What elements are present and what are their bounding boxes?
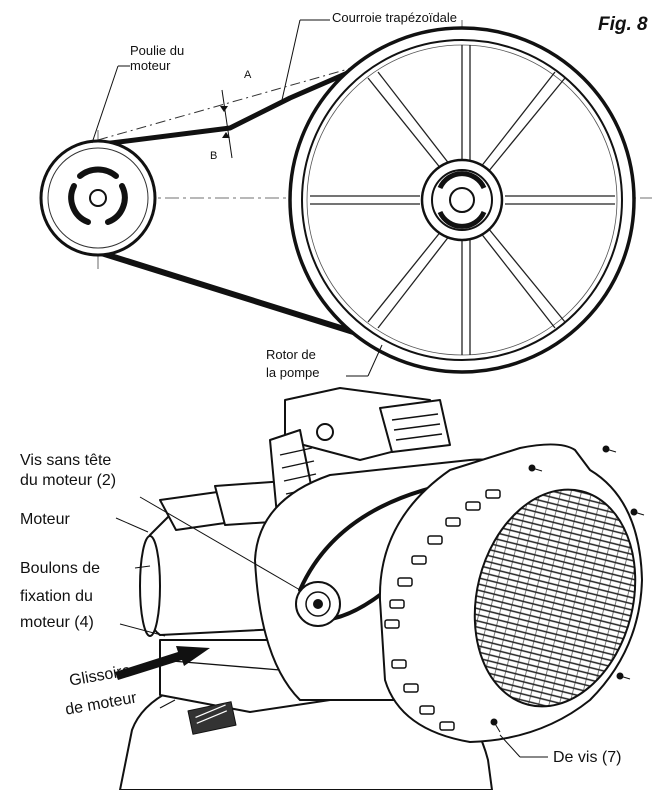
bolts-label-3: moteur (4) bbox=[20, 614, 94, 631]
straightedge-line bbox=[97, 59, 381, 141]
rotor-leader-2 bbox=[367, 344, 383, 377]
bolts-label-2: fixation du bbox=[20, 588, 93, 605]
tank-label-plate bbox=[187, 701, 237, 735]
slide-direction-arrow bbox=[115, 646, 210, 680]
motor-label: Moteur bbox=[20, 511, 70, 528]
motor-pulley-label-1: Poulie du bbox=[130, 43, 185, 58]
motor-pulley bbox=[39, 139, 157, 257]
ab-measure-line bbox=[221, 89, 233, 159]
bottom-leader-lines bbox=[115, 496, 548, 758]
pressure-fitting bbox=[316, 423, 334, 441]
v-belt-top bbox=[94, 55, 383, 148]
belt-pulley-diagram bbox=[39, 19, 652, 377]
ab-arrow bbox=[220, 106, 228, 112]
set-screw-label-1: Vis sans tête bbox=[20, 452, 112, 469]
pump-rotor-label-1: Rotor de bbox=[266, 347, 316, 362]
screws-label: De vis (7) bbox=[553, 749, 622, 766]
guard-grille bbox=[473, 488, 637, 708]
guard-screws bbox=[490, 445, 645, 733]
belt-label: Courroie trapézoïdale bbox=[332, 10, 458, 25]
bolts-label-1: Boulons de bbox=[20, 560, 101, 577]
point-a-label: A bbox=[244, 69, 252, 81]
ab-arrow-2 bbox=[222, 132, 230, 138]
motor-pulley-label-2: moteur bbox=[130, 58, 171, 73]
point-b-label: B bbox=[210, 150, 218, 162]
belt-leader-2 bbox=[281, 19, 301, 101]
figure-number: Fig. 8 bbox=[598, 14, 648, 35]
pulley-leader-2 bbox=[91, 65, 119, 144]
compressor-assembly bbox=[119, 387, 645, 790]
motor-end-cap bbox=[139, 535, 161, 637]
pump-flywheel bbox=[288, 26, 636, 374]
v-belt-bottom bbox=[97, 249, 396, 348]
pump-rotor-label-2: la pompe bbox=[266, 365, 320, 380]
set-screw-label-2: du moteur (2) bbox=[20, 472, 117, 489]
